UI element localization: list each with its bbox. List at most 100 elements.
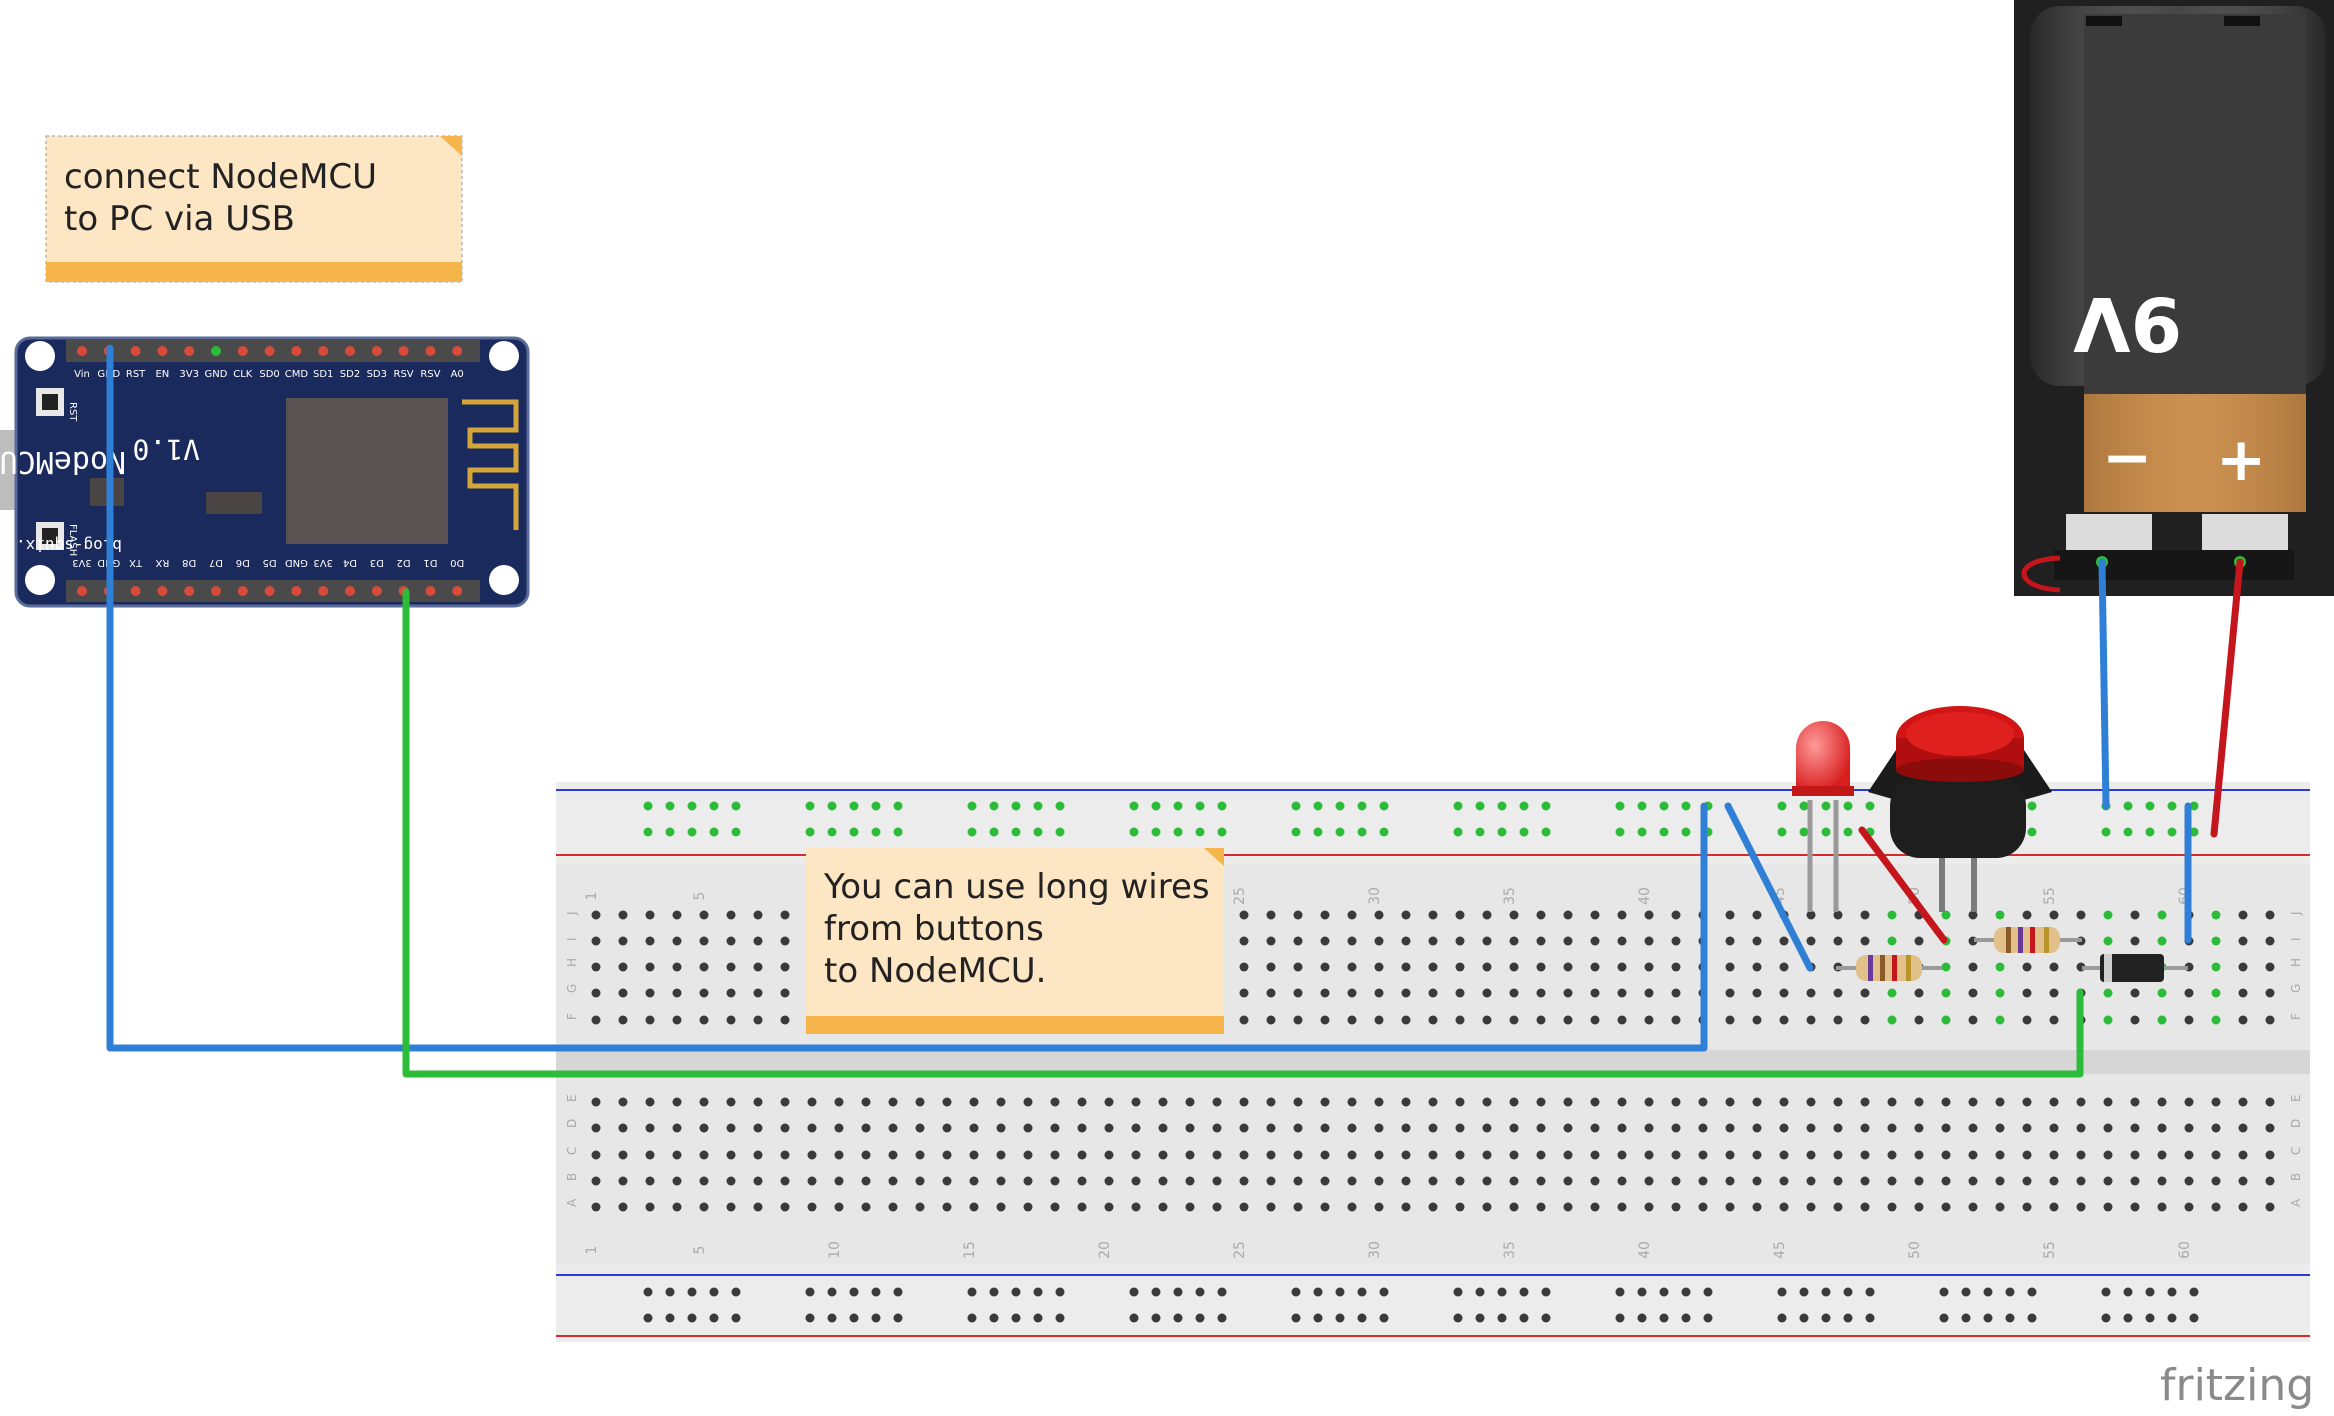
breadboard-hole [2265, 910, 2275, 920]
rail-hole [1011, 801, 1021, 811]
breadboard-hole [1158, 1150, 1168, 1160]
breadboard-hole [1590, 1123, 1600, 1133]
note-usb-line-1: connect NodeMCU [64, 157, 377, 197]
battery-label: 9V [2073, 280, 2182, 366]
rail-hole [687, 1313, 697, 1323]
breadboard-hole [2157, 1202, 2167, 1212]
breadboard-hole [1131, 1150, 1141, 1160]
rail-hole [1983, 1313, 1993, 1323]
rail-hole [1475, 827, 1485, 837]
flash-button[interactable] [36, 522, 64, 550]
red-led[interactable] [1792, 721, 1854, 912]
wire-blue-gnd[interactable] [106, 344, 1708, 1052]
pin [425, 346, 436, 356]
rail-hole [2027, 1287, 2037, 1297]
breadboard-hole [1428, 910, 1438, 920]
resistor-1[interactable] [1836, 955, 1942, 981]
rail-hole [1703, 1313, 1713, 1323]
breadboard-hole [591, 962, 601, 972]
breadboard-hole [2103, 1097, 2113, 1107]
pin [157, 586, 168, 596]
breadboard-hole [645, 1015, 655, 1025]
breadboard-hole [1374, 1176, 1384, 1186]
breadboard-hole [1158, 1176, 1168, 1186]
push-button[interactable] [1868, 706, 2052, 912]
wire-blue-led[interactable] [1724, 802, 1814, 972]
note-wires[interactable]: You can use long wires from buttons to N… [806, 848, 1224, 1034]
wire-red-battery-plus[interactable] [2210, 558, 2244, 838]
diode[interactable] [2082, 954, 2188, 982]
breadboard-hole [1185, 1123, 1195, 1133]
breadboard-hole [2157, 1015, 2167, 1025]
pin [130, 586, 141, 596]
breadboard-hole [1941, 1097, 1951, 1107]
breadboard-hole [1347, 910, 1357, 920]
rail-hole [643, 1287, 653, 1297]
breadboard-hole [1455, 936, 1465, 946]
breadboard-hole [1725, 962, 1735, 972]
breadboard-hole [618, 1123, 628, 1133]
rail-hole [805, 801, 815, 811]
column-label: 5 [692, 1246, 708, 1255]
resistor-2[interactable] [1974, 927, 2082, 953]
breadboard-hole [1374, 1015, 1384, 1025]
breadboard-center-channel [556, 1050, 2310, 1074]
wire-red-button[interactable] [1858, 826, 1948, 944]
breadboard-hole [1806, 1123, 1816, 1133]
breadboard-hole [1779, 988, 1789, 998]
breadboard-hole [2103, 1123, 2113, 1133]
battery-9v[interactable]: 9V − + [2014, 0, 2334, 596]
breadboard-hole [2238, 1202, 2248, 1212]
breadboard-hole [1401, 1176, 1411, 1186]
breadboard-hole [753, 910, 763, 920]
breadboard-hole [2049, 1202, 2059, 1212]
column-label: 30 [1367, 1241, 1383, 1259]
breadboard-hole [1590, 910, 1600, 920]
wire-blue-battery-minus[interactable] [2098, 558, 2110, 810]
breadboard-hole [2157, 1097, 2167, 1107]
rail-hole [1799, 1287, 1809, 1297]
breadboard-hole [1725, 1015, 1735, 1025]
breadboard-hole [1644, 910, 1654, 920]
rail-hole [2145, 801, 2155, 811]
breadboard-hole [1563, 910, 1573, 920]
pin-label: 3V3 [72, 557, 92, 568]
breadboard-hole [1617, 1202, 1627, 1212]
rail-hole [1961, 1287, 1971, 1297]
rail-hole [1939, 1287, 1949, 1297]
breadboard-hole [2103, 1015, 2113, 1025]
wire-green-d2[interactable] [402, 588, 2084, 1078]
breadboard-hole [1779, 1097, 1789, 1107]
breadboard-hole [2238, 1015, 2248, 1025]
breadboard-hole [1266, 1176, 1276, 1186]
rail-hole [967, 1313, 977, 1323]
row-label: J [565, 911, 579, 916]
breadboard-hole [2265, 1150, 2275, 1160]
breadboard-hole [1239, 1202, 1249, 1212]
rail-hole [1821, 801, 1831, 811]
pin-label: RSV [394, 369, 414, 380]
rst-button[interactable] [36, 388, 64, 416]
breadboard-hole [1968, 1150, 1978, 1160]
rail-hole [1453, 827, 1463, 837]
pin [264, 586, 275, 596]
pin-label: TX [129, 557, 143, 568]
note-wires-line-1: You can use long wires [823, 867, 1210, 907]
rail-hole [731, 827, 741, 837]
breadboard-hole [1401, 1150, 1411, 1160]
breadboard-hole [834, 1176, 844, 1186]
rail-hole [1843, 1313, 1853, 1323]
breadboard-hole [969, 1150, 979, 1160]
breadboard-hole [1401, 1123, 1411, 1133]
breadboard-hole [2022, 1150, 2032, 1160]
breadboard-hole [1347, 1015, 1357, 1025]
note-usb[interactable]: connect NodeMCU to PC via USB [45, 135, 463, 283]
breadboard-hole [2238, 988, 2248, 998]
wires [106, 344, 2244, 1078]
breadboard-hole [1401, 910, 1411, 920]
rail-hole [1291, 1313, 1301, 1323]
rail-hole [1519, 1287, 1529, 1297]
breadboard-hole [1752, 1202, 1762, 1212]
breadboard-hole [2157, 910, 2167, 920]
